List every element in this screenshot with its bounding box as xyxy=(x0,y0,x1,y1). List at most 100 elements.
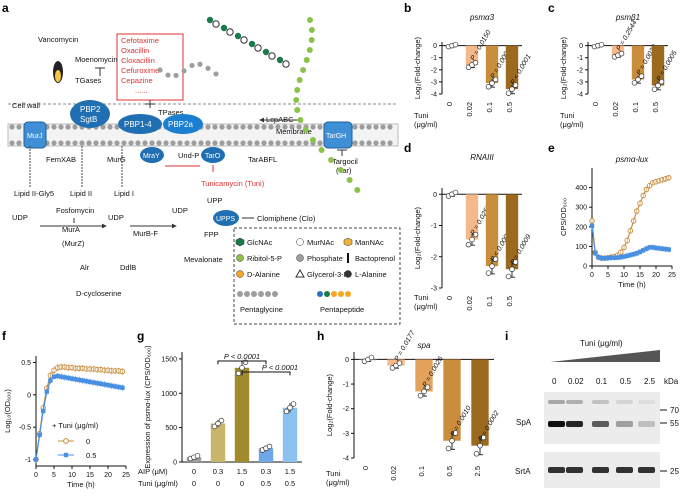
lane-label-2: 0.02 xyxy=(568,377,584,386)
replicate-dot xyxy=(424,384,431,390)
replicate-dot xyxy=(235,370,242,377)
legend-box xyxy=(233,227,401,325)
murj-transporter xyxy=(23,121,47,149)
ribitol-mark xyxy=(297,117,304,123)
drug-3: Cloxacillin xyxy=(121,56,155,65)
pbp2-sgtb-enzyme xyxy=(70,100,110,128)
ribitol-mark xyxy=(307,17,313,23)
panel-i-blot: Tuni (μg/ml) 0 0.02 0.1 0.5 2.5 kDa SpA … xyxy=(515,339,679,488)
lipid-head xyxy=(254,140,260,146)
srta-band xyxy=(638,467,655,473)
legend-pentaglycine xyxy=(244,291,250,297)
x-tick-label: 20 xyxy=(652,272,660,279)
ribitol-mark xyxy=(308,27,315,33)
clomiphene-label: Clomiphene (Clo) xyxy=(257,214,316,223)
replicate-dot xyxy=(215,420,221,427)
legend-symbol xyxy=(236,254,244,262)
ribitol-mark xyxy=(302,127,309,133)
lipid-head xyxy=(114,140,120,146)
murnac-mark xyxy=(268,52,276,60)
y-tick-label: 0 xyxy=(27,392,31,399)
lipid-head xyxy=(296,140,302,146)
lipid-head xyxy=(191,140,197,146)
aip-value: 1.5 xyxy=(237,467,247,476)
pbp14-enzyme xyxy=(118,114,162,134)
pbp14-label: PBP1-4 xyxy=(124,120,152,129)
spa-band xyxy=(616,421,633,427)
replicate-dot xyxy=(283,408,290,415)
ribitol-mark xyxy=(296,77,303,83)
y-tick-label: -0.5 xyxy=(19,425,31,432)
replicate-dot xyxy=(489,80,495,86)
panel-letter-h: h xyxy=(317,329,324,343)
bar xyxy=(210,423,226,462)
lipid-head xyxy=(317,124,323,130)
lipid-head xyxy=(296,124,302,130)
ribitol-mark xyxy=(354,187,361,193)
dcycloserine-label: D-cycloserine xyxy=(76,289,121,298)
replicate-dot xyxy=(651,86,658,93)
lipid-head xyxy=(373,140,379,146)
lipid-head xyxy=(261,124,267,130)
lipid-head xyxy=(135,140,141,146)
drug-1: Cefotaxime xyxy=(121,36,159,45)
bar xyxy=(282,407,298,462)
y-tick-label: 100 xyxy=(575,244,587,251)
lipid-head xyxy=(268,124,274,130)
legend-pentaglycine xyxy=(237,291,243,297)
drug-2: Oxacillin xyxy=(121,46,149,55)
mura-label: MurA xyxy=(62,225,80,234)
legend-symbol xyxy=(344,270,352,278)
lipid-head xyxy=(58,124,64,130)
lipid-head xyxy=(212,140,218,146)
bar xyxy=(443,359,461,441)
marker-25: 25 xyxy=(670,467,679,476)
upp-label: UPP xyxy=(207,196,222,205)
spa-faint-band xyxy=(548,400,565,404)
replicate-dot xyxy=(368,354,375,361)
replicate-dot xyxy=(489,263,495,269)
lipid-head xyxy=(240,124,246,130)
lipid-head xyxy=(72,124,78,130)
lipid-head xyxy=(100,140,106,146)
x-unit-label: Tuni xyxy=(414,111,429,120)
panel-a-schematic: Cefotaxime Oxacillin Cloxacillin Cefurox… xyxy=(7,16,401,325)
pentaglycine-mark xyxy=(197,61,203,67)
lipid-head xyxy=(86,140,92,146)
blot-bands xyxy=(548,400,655,473)
replicate-dot xyxy=(211,423,218,430)
replicate-dot xyxy=(421,388,427,395)
ribitol-mark xyxy=(306,47,313,53)
y-axis-label: Log₂(Fold-change) xyxy=(559,36,568,99)
sig-bracket xyxy=(241,371,291,376)
replicate-dot xyxy=(465,241,472,248)
replicate-dot xyxy=(396,360,403,366)
legend-symbol xyxy=(295,268,305,278)
panel-letter-i: i xyxy=(505,329,508,343)
srta-band xyxy=(548,467,565,473)
bar xyxy=(631,45,645,80)
y-axis-label: Expression of psmα-lux (CPS/OD₆₀₀) xyxy=(143,345,152,469)
x-unit-label: (μg/ml) xyxy=(414,302,438,311)
bar xyxy=(415,359,433,392)
vancomycin-label: Vancomycin xyxy=(38,35,78,44)
glcnac-mark xyxy=(248,40,256,48)
murz-label: (MurZ) xyxy=(62,239,85,248)
tuni-value: 0.5 xyxy=(285,479,295,488)
legend-symbol xyxy=(347,253,349,263)
bar xyxy=(485,194,499,267)
y-tick-label: -1 xyxy=(431,223,437,230)
aip-value: 0.3 xyxy=(213,467,223,476)
lipid-head xyxy=(359,140,365,146)
lipid-head xyxy=(268,140,274,146)
targh-transporter xyxy=(323,121,353,149)
undp-label: Und-P xyxy=(178,151,199,160)
legend-label: 0.5 xyxy=(86,451,96,460)
replicate-dot xyxy=(638,73,645,79)
replicate-dot xyxy=(194,453,201,459)
x-unit-label: (μg/ml) xyxy=(560,120,584,129)
